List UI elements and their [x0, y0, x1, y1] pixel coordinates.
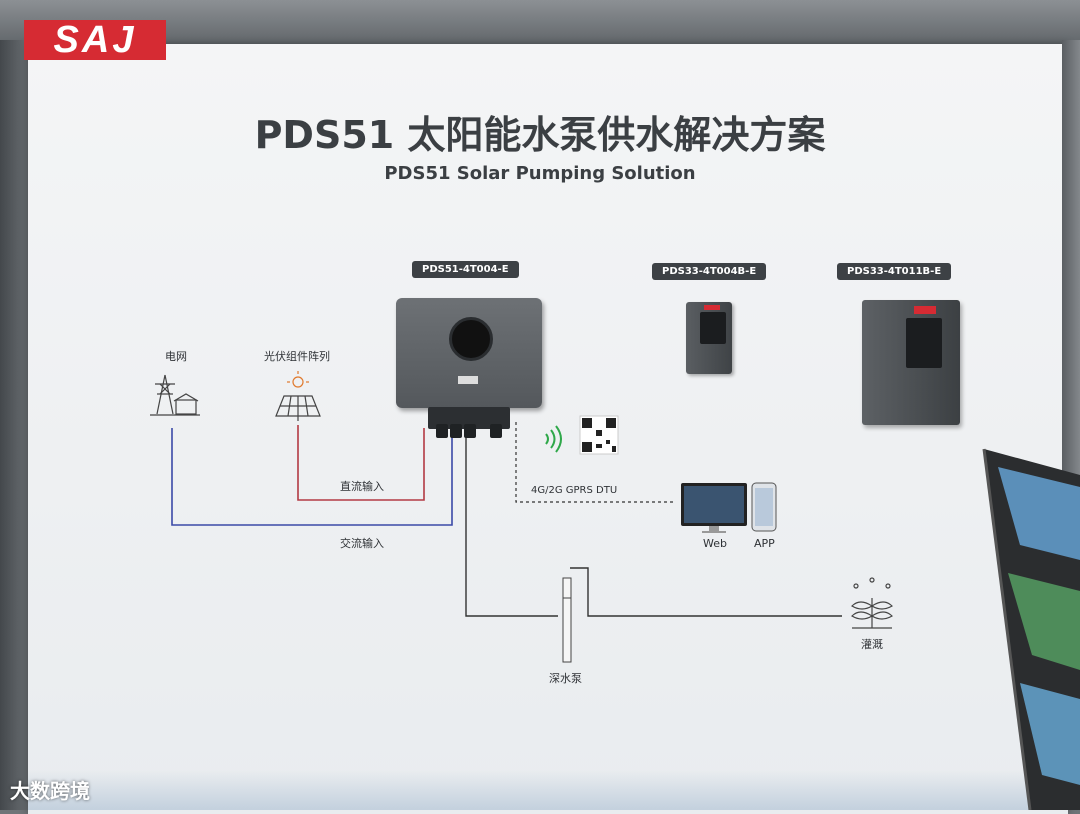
solar-panel-icon: [276, 371, 320, 421]
label-pv-array: 光伏组件阵列: [264, 348, 330, 364]
power-pylon-icon: [150, 375, 200, 415]
vfd-small-device: [686, 302, 732, 374]
label-deep-well-pump: 深水泵: [549, 670, 582, 686]
brochure-rack: [980, 445, 1080, 810]
water-pipe-line: [570, 568, 842, 616]
qr-code: [580, 416, 618, 454]
irrigation-plant-icon: [852, 578, 892, 628]
cable-gland: [450, 424, 462, 438]
vfd-large-device: [862, 300, 960, 425]
app-phone-icon: [752, 483, 776, 531]
label-irrigation: 灌溉: [861, 636, 883, 652]
keypad-panel: [700, 312, 726, 344]
cable-gland: [464, 424, 476, 438]
cable-gland: [490, 424, 502, 438]
inverter-brand-badge: [458, 376, 478, 384]
keypad-panel: [906, 318, 942, 368]
cable-gland: [436, 424, 448, 438]
label-app: APP: [754, 537, 775, 550]
label-web: Web: [703, 537, 727, 550]
label-ac-input: 交流输入: [340, 535, 384, 551]
device-brand-strip: [704, 305, 720, 310]
web-monitor-icon: [681, 483, 747, 533]
ac-input-line: [172, 428, 452, 525]
main-inverter-device: [396, 298, 542, 408]
label-dtu: 4G/2G GPRS DTU: [531, 485, 617, 496]
label-dc-input: 直流输入: [340, 478, 384, 494]
device-brand-strip: [914, 306, 936, 314]
wireless-signal-icon: [546, 426, 561, 452]
pump-power-line: [466, 436, 558, 616]
deep-well-pump-icon: [563, 578, 571, 662]
label-grid: 电网: [165, 348, 187, 364]
inverter-display: [449, 317, 493, 361]
watermark: 大数跨境: [10, 775, 90, 804]
